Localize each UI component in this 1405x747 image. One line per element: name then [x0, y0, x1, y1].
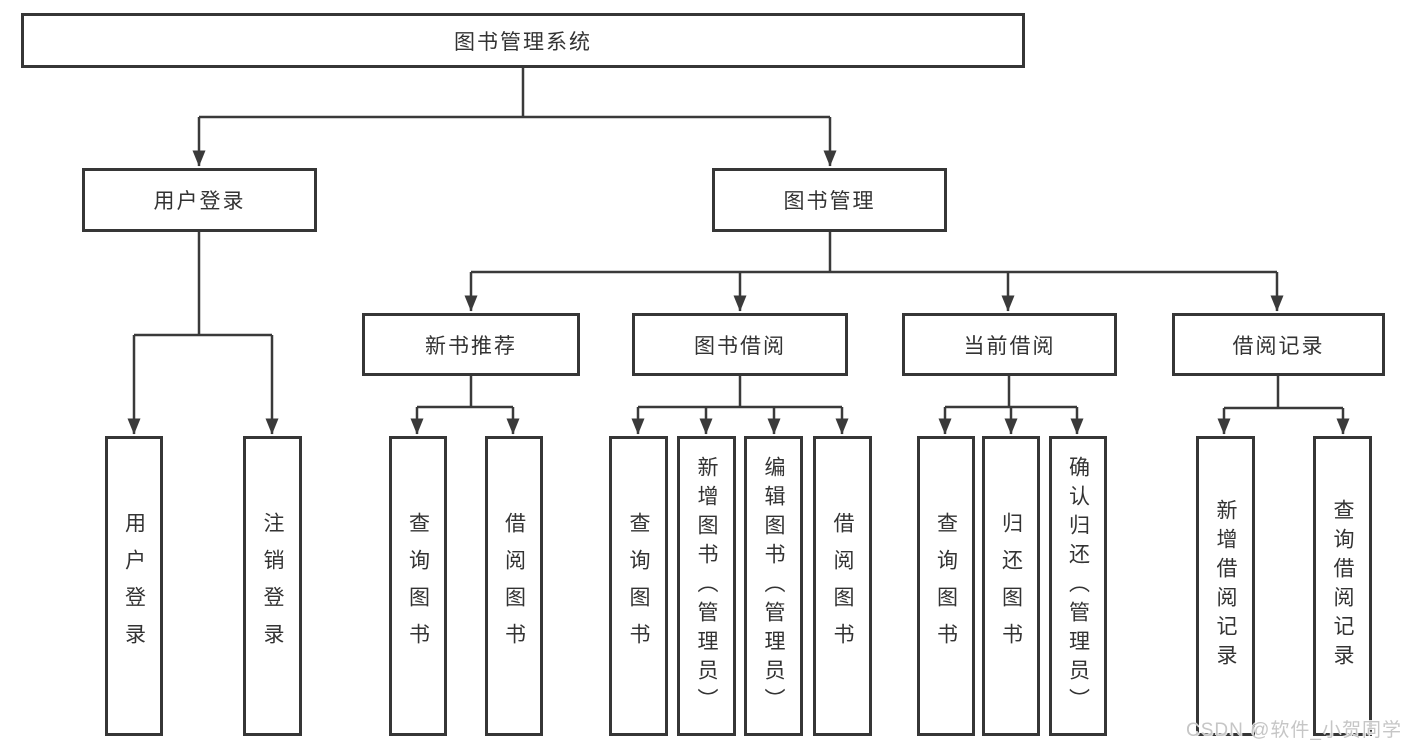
leaf-current-return: 归还图书 — [982, 436, 1040, 736]
node-label: 归还图书 — [999, 512, 1023, 660]
node-label: 新增图书（管理员） — [695, 455, 718, 717]
node-label: 图书管理 — [783, 190, 876, 213]
node-label: 借阅记录 — [1232, 334, 1325, 358]
connectors-root — [192, 68, 837, 167]
node-borrow-records: 借阅记录 — [1172, 313, 1385, 376]
connectors-book-borrow — [631, 376, 849, 435]
leaf-borrow-edit-admin: 编辑图书（管理员） — [744, 436, 803, 736]
node-label: 借阅图书 — [831, 512, 854, 660]
connectors-user-login — [127, 232, 279, 435]
csdn-watermark: CSDN @软件_小贺同学 — [1186, 720, 1402, 741]
node-label: 查询图书 — [627, 512, 650, 660]
node-label: 编辑图书（管理员） — [762, 455, 785, 717]
node-label: 查询图书 — [406, 512, 430, 660]
node-label: 新书推荐 — [425, 334, 517, 358]
node-label: 当前借阅 — [963, 334, 1056, 358]
connectors-new-books — [410, 376, 520, 435]
node-book-borrow: 图书借阅 — [632, 313, 848, 376]
leaf-records-add: 新增借阅记录 — [1196, 436, 1255, 736]
leaf-current-confirm-admin: 确认归还（管理员） — [1049, 436, 1107, 736]
connectors-current-borrow — [938, 376, 1084, 435]
node-label: 图书管理系统 — [454, 30, 592, 54]
node-label: 用户登录 — [153, 190, 246, 213]
leaf-records-query: 查询借阅记录 — [1313, 436, 1372, 736]
node-system-root: 图书管理系统 — [21, 13, 1025, 68]
node-current-borrow: 当前借阅 — [902, 313, 1117, 376]
node-label: 借阅图书 — [502, 512, 526, 660]
leaf-current-query: 查询图书 — [917, 436, 975, 736]
node-label: 查询借阅记录 — [1331, 499, 1354, 673]
leaf-user-login: 用户登录 — [105, 436, 163, 736]
leaf-newbooks-query: 查询图书 — [389, 436, 447, 736]
node-label: 用户登录 — [122, 512, 146, 660]
node-user-login: 用户登录 — [82, 168, 317, 232]
node-label: 新增借阅记录 — [1214, 499, 1237, 673]
node-label: 查询图书 — [934, 512, 958, 660]
leaf-logout: 注销登录 — [243, 436, 302, 736]
leaf-borrow-borrow: 借阅图书 — [813, 436, 872, 736]
node-label: 图书借阅 — [694, 334, 786, 358]
connectors-borrow-records — [1217, 376, 1350, 435]
leaf-borrow-query: 查询图书 — [609, 436, 668, 736]
node-new-books: 新书推荐 — [362, 313, 580, 376]
leaf-borrow-add-admin: 新增图书（管理员） — [677, 436, 736, 736]
node-label: 确认归还（管理员） — [1066, 455, 1090, 717]
connectors-book-management — [464, 232, 1284, 312]
node-label: 注销登录 — [261, 512, 284, 660]
leaf-newbooks-borrow: 借阅图书 — [485, 436, 543, 736]
node-book-management: 图书管理 — [712, 168, 947, 232]
